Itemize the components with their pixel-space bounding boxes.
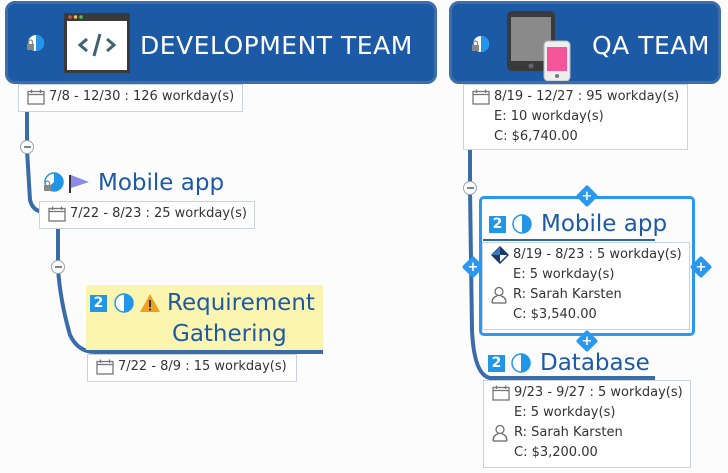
plus-icon: + bbox=[581, 333, 593, 349]
cost-text: C: $3,200.00 bbox=[514, 445, 598, 460]
effort-text: E: 5 workday(s) bbox=[513, 267, 615, 282]
development-team-info: 7/8 - 12/30 : 126 workday(s) bbox=[18, 84, 243, 112]
effort-text: E: 5 workday(s) bbox=[514, 405, 616, 420]
calendar-icon bbox=[96, 357, 118, 377]
cost-text: C: $6,740.00 bbox=[494, 129, 578, 144]
database-info: 9/23 - 9/27 : 5 workday(s) E: 5 workday(… bbox=[483, 380, 691, 468]
progress-lock-icon bbox=[27, 35, 44, 51]
qa-team-info: 8/19 - 12/27 : 95 workday(s) E: 10 workd… bbox=[463, 84, 688, 150]
topic-title-line2-text: Gathering bbox=[172, 321, 287, 347]
mobile-app-dev-info: 7/22 - 8/23 : 25 workday(s) bbox=[39, 201, 255, 229]
resource-text: R: Sarah Karsten bbox=[514, 425, 623, 440]
code-window-icon bbox=[64, 13, 130, 73]
calendar-icon bbox=[27, 87, 49, 107]
collapse-button-dev[interactable] bbox=[20, 140, 34, 154]
topic-title-text: Mobile app bbox=[98, 170, 225, 196]
effort-text: E: 10 workday(s) bbox=[494, 109, 604, 124]
half-progress-icon bbox=[114, 293, 134, 313]
plus-icon: + bbox=[467, 259, 479, 275]
topic-mobile-app-qa[interactable]: 2 Mobile app bbox=[489, 211, 667, 237]
resource-text: R: Sarah Karsten bbox=[513, 287, 622, 302]
purple-flag-icon bbox=[69, 175, 89, 193]
topic-title-text: Mobile app bbox=[541, 211, 668, 237]
qa-team-title: QA TEAM bbox=[592, 31, 710, 60]
dates-text: 8/19 - 12/27 : 95 workday(s) bbox=[494, 89, 680, 104]
topic-title-line2: Gathering bbox=[172, 321, 287, 347]
tablet-phone-icon bbox=[507, 11, 571, 81]
development-team-node[interactable]: DEVELOPMENT TEAM bbox=[5, 1, 437, 84]
topic-requirement-gathering[interactable]: 2 Requirement bbox=[90, 290, 315, 316]
dates-text: 7/22 - 8/9 : 15 workday(s) bbox=[118, 359, 287, 374]
development-team-title: DEVELOPMENT TEAM bbox=[140, 31, 413, 60]
collapse-button-qa[interactable] bbox=[463, 181, 477, 195]
priority-2-icon: 2 bbox=[489, 215, 506, 233]
half-progress-icon bbox=[512, 214, 532, 234]
person-icon bbox=[492, 423, 514, 443]
topic-mobile-app-dev[interactable]: Mobile app bbox=[42, 170, 224, 196]
topic-database[interactable]: 2 Database bbox=[488, 350, 650, 376]
priority-2-icon: 2 bbox=[488, 354, 505, 372]
priority-2-icon: 2 bbox=[90, 294, 107, 312]
qa-team-node[interactable]: QA TEAM bbox=[449, 1, 721, 84]
half-progress-icon bbox=[511, 353, 531, 373]
calendar-icon bbox=[48, 204, 70, 224]
topic-title-line1: Requirement bbox=[167, 290, 315, 316]
requirement-gathering-info: 7/22 - 8/9 : 15 workday(s) bbox=[87, 354, 297, 382]
collapse-button-mobile-app[interactable] bbox=[51, 260, 65, 274]
plus-icon: + bbox=[695, 259, 707, 275]
person-icon bbox=[491, 285, 513, 305]
dates-text: 7/8 - 12/30 : 126 workday(s) bbox=[49, 89, 235, 104]
warning-icon bbox=[140, 294, 160, 312]
calendar-icon bbox=[472, 87, 494, 107]
dates-text: 8/19 - 8/23 : 5 workday(s) bbox=[513, 247, 682, 262]
calendar-icon bbox=[492, 383, 514, 403]
dates-text: 9/23 - 9/27 : 5 workday(s) bbox=[514, 385, 683, 400]
milestone-diamond-icon bbox=[491, 245, 513, 265]
dates-text: 7/22 - 8/23 : 25 workday(s) bbox=[70, 206, 247, 221]
progress-lock-icon bbox=[44, 172, 64, 192]
progress-lock-icon bbox=[472, 36, 489, 52]
plus-icon: + bbox=[581, 188, 593, 204]
topic-title-text: Database bbox=[540, 350, 650, 376]
mobile-app-qa-info: 8/19 - 8/23 : 5 workday(s) E: 5 workday(… bbox=[482, 242, 690, 330]
cost-text: C: $3,540.00 bbox=[513, 307, 597, 322]
